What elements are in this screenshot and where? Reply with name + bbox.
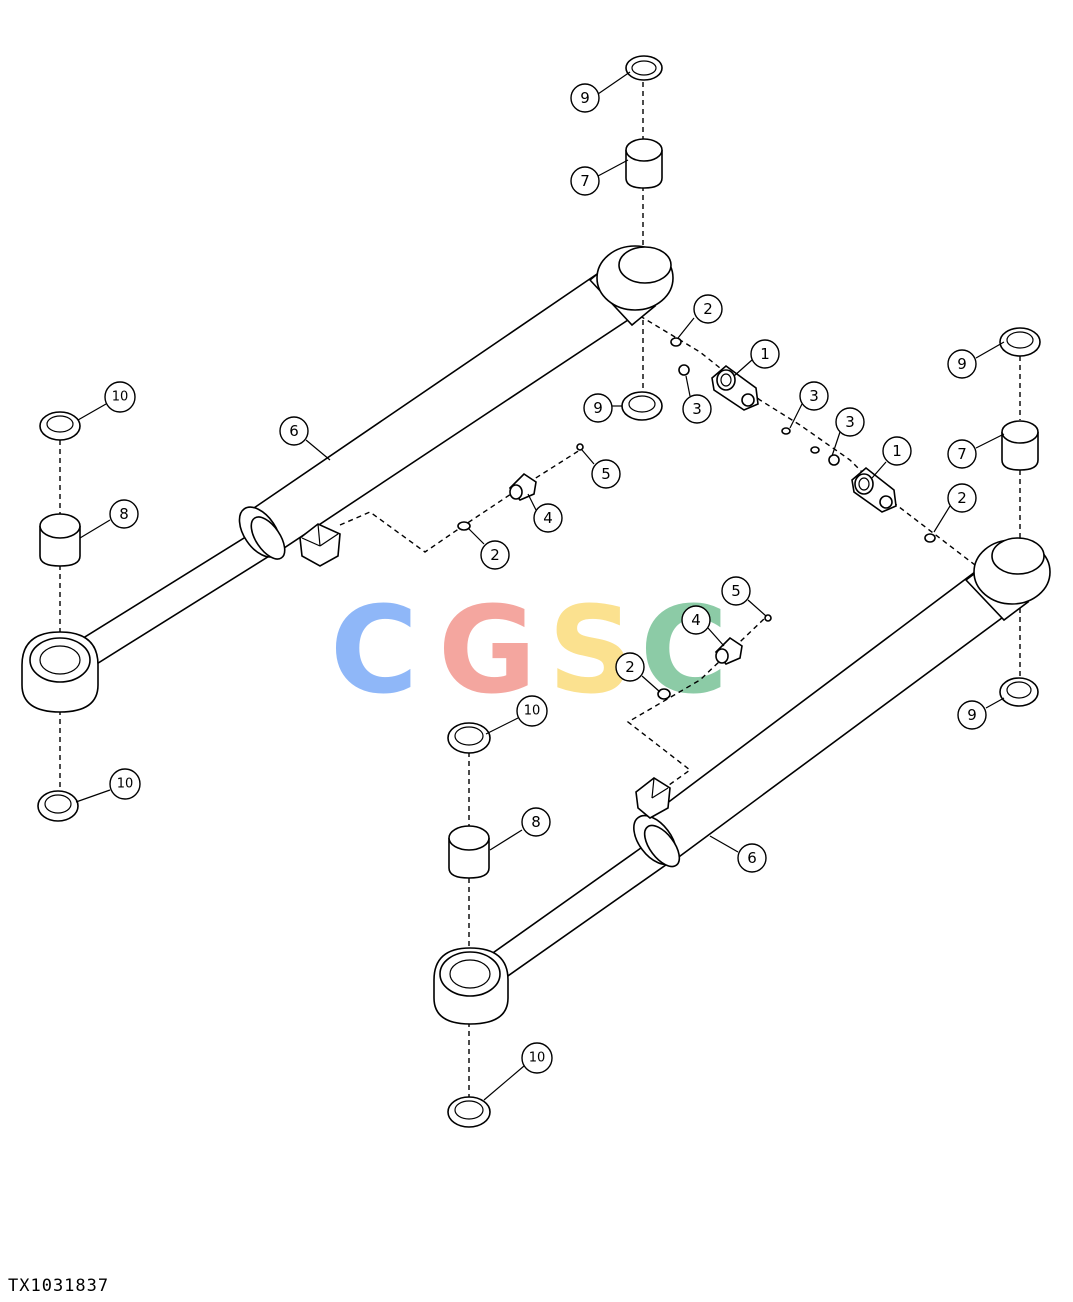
cylinder-right (433, 537, 1051, 1025)
callout-9-top: 9 (580, 89, 590, 107)
callout-3-b: 3 (809, 387, 819, 405)
callout-4-b: 4 (691, 611, 701, 629)
callout-1-a: 1 (760, 345, 770, 363)
callout-2-d: 2 (625, 658, 635, 676)
callout-1-b: 1 (892, 442, 902, 460)
watermark-letter-g: G (438, 582, 537, 721)
callout-10-mid: 10 (524, 704, 541, 719)
callout-9-right-bot: 9 (967, 706, 977, 724)
callout-5-a: 5 (601, 465, 611, 483)
watermark: C G S C (330, 582, 728, 721)
callout-10-left-bot: 10 (117, 777, 134, 792)
callout-6-left: 6 (289, 422, 299, 440)
callout-2-b: 2 (957, 489, 967, 507)
watermark-letter-s: S (548, 582, 634, 721)
watermark-letter-c2: C (640, 582, 728, 721)
callout-3-c: 3 (845, 413, 855, 431)
callout-10-bot: 10 (529, 1051, 546, 1066)
loose-parts (37, 55, 1041, 1128)
callouts: 9 7 2 1 3 9 3 9 7 3 1 2 (75, 71, 1005, 1101)
callout-8-left: 8 (119, 505, 129, 523)
callout-5-b: 5 (731, 582, 741, 600)
callout-2-a: 2 (703, 300, 713, 318)
callout-9-mid: 9 (593, 399, 603, 417)
callout-2-c: 2 (490, 546, 500, 564)
watermark-letter-c1: C (330, 582, 418, 721)
callout-4-a: 4 (543, 509, 553, 527)
callout-10-left-top: 10 (112, 390, 129, 405)
callout-3-a: 3 (692, 400, 702, 418)
callout-6-right: 6 (747, 849, 757, 867)
cylinder-left (21, 245, 674, 713)
callout-9-right-top: 9 (957, 355, 967, 373)
callout-8-mid: 8 (531, 813, 541, 831)
callout-7-right: 7 (957, 445, 967, 463)
figure-id-label: TX1031837 (8, 1276, 110, 1296)
callout-7-top: 7 (580, 172, 590, 190)
